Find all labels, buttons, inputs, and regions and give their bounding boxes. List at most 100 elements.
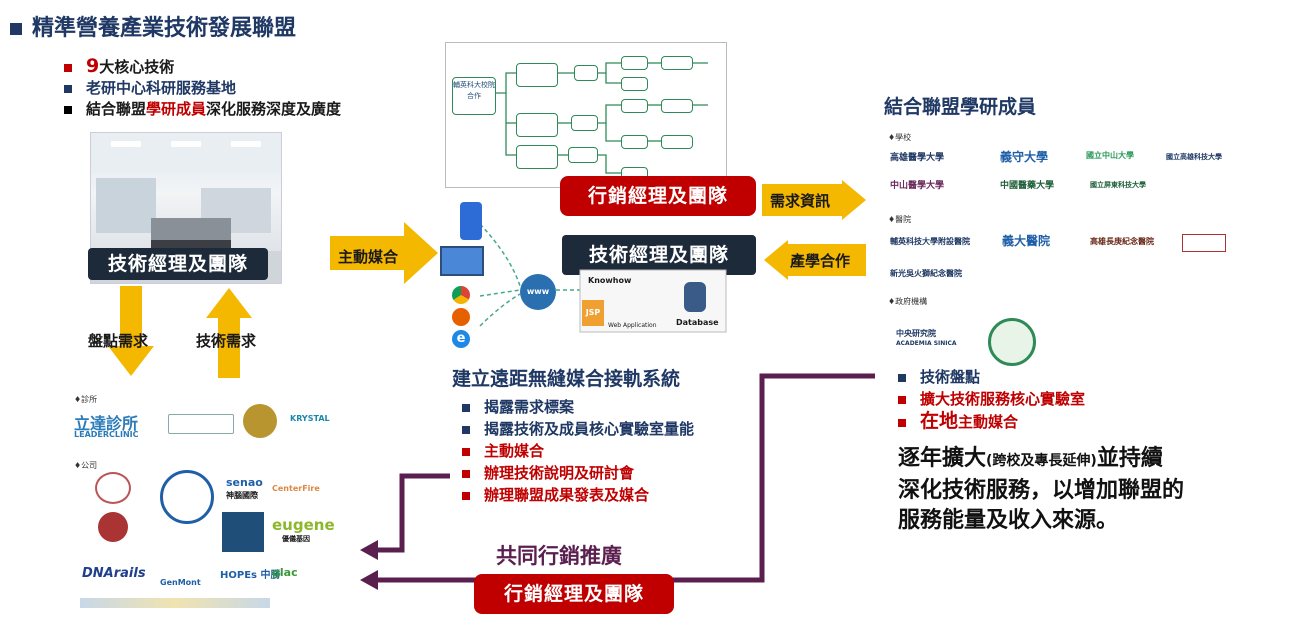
org-chart-lines: [494, 62, 708, 174]
org-node: [661, 135, 693, 149]
industry-coop-arrow: [764, 240, 866, 280]
system-title: 建立遠距無縫媒合接軌系統: [452, 368, 681, 390]
right-bullet-item: 在地主動媒合: [898, 410, 1085, 433]
industry-coop-label: 產學合作: [790, 252, 851, 270]
org-center-node: 輔英科大校院合作: [452, 77, 496, 115]
clinic-logo-circle: [243, 404, 277, 438]
org-node: [516, 145, 558, 169]
system-bullet-text: 揭露需求標案: [484, 398, 575, 416]
title-text: 精準營養產業技術發展聯盟: [32, 16, 297, 41]
gov-section-label: ♦政府機構: [888, 297, 928, 306]
company-logo-red: [98, 512, 128, 542]
www-globe-icon: www: [520, 274, 556, 310]
system-bullet-text: 辦理聯盟成果發表及媒合: [484, 486, 650, 504]
right-bullet-list: 技術盤點 擴大技術服務核心實驗室 在地主動媒合: [898, 366, 1085, 433]
company-logo-eugene: eugene: [272, 516, 335, 534]
square-bullet-icon: [898, 418, 906, 427]
system-bullet-item: 揭露技術及成員核心實驗室量能: [462, 418, 694, 440]
research-base-text: 老研中心科研服務基地: [86, 79, 237, 97]
clinic-logo-krystal: KRYSTAL: [290, 414, 330, 423]
summary-c: 並持續: [1096, 446, 1163, 471]
org-node: [621, 99, 648, 113]
demand-info-label: 需求資訊: [770, 192, 831, 210]
gov-logo-circle: [988, 318, 1036, 366]
arrowhead-left-icon: [360, 570, 378, 590]
marketing-team-box: 行銷經理及團隊: [560, 176, 756, 216]
summary-line-3: 服務能量及收入來源。: [898, 508, 1119, 533]
system-bullet-item: 揭露需求標案: [462, 396, 694, 418]
right-bullet-text: 技術盤點: [920, 368, 981, 386]
web-app-label: Web Application: [608, 322, 657, 329]
company-logo-hopes: HOPEs 中勝: [220, 570, 281, 581]
chrome-icon: [452, 286, 470, 304]
system-bullet-item: 主動媒合: [462, 440, 694, 462]
return-arrow-2: [376, 373, 875, 583]
hospital-logo-skh: 新光吳火獅紀念醫院: [890, 269, 962, 278]
database-icon: [684, 282, 706, 312]
school-logo-kmu: 高雄醫學大學: [890, 153, 945, 163]
square-bullet-icon: [64, 84, 72, 93]
alliance-text-c: 深化服務深度及廣度: [206, 100, 342, 118]
joint-marketing-label: 共同行銷推廣: [496, 544, 622, 568]
summary-line-1: 逐年擴大(跨校及專長延伸)並持續: [898, 444, 1184, 476]
bullet-alliance: 結合聯盟學研成員深化服務深度及廣度: [64, 99, 341, 120]
square-bullet-icon: [462, 447, 470, 456]
firefox-icon: [452, 308, 470, 326]
square-bullet-icon: [462, 425, 470, 434]
browser-window-icon: [440, 246, 484, 276]
company-logo-strip: [80, 598, 270, 608]
system-bullet-list: 揭露需求標案 揭露技術及成員核心實驗室量能 主動媒合 辦理技術說明及研討會 辦理…: [462, 396, 694, 506]
org-node: [574, 65, 598, 81]
clinic-section-label: ♦診所: [74, 395, 98, 404]
page-title: 精準營養產業技術發展聯盟: [10, 10, 296, 42]
school-logo-csmu: 中山醫學大學: [890, 181, 945, 191]
hospital-logo-cgmh: 高雄長庚紀念醫院: [1090, 237, 1154, 246]
arrow-right-icon: [762, 180, 866, 220]
company-logo-blue-square: [222, 512, 264, 552]
square-bullet-icon: [64, 63, 72, 72]
system-bullet-text: 主動媒合: [484, 442, 545, 460]
company-logo-senao-zh: 神腦國際: [226, 491, 258, 500]
tech-need-label: 技術需求: [196, 332, 257, 350]
hospital-logo-4: [1182, 234, 1226, 252]
company-logo-genmont: GenMont: [160, 578, 201, 587]
gov-logo-sinica: 中央研究院: [896, 329, 936, 338]
core-tech-number: 9: [86, 55, 100, 77]
bullet-core-tech: 9大核心技術: [64, 56, 341, 78]
demand-info-arrow: [762, 180, 866, 220]
summary-a: 逐年擴大: [898, 446, 987, 471]
right-bullet-text: 擴大技術服務核心實驗室: [920, 390, 1086, 408]
marketing-team-box-bottom: 行銷經理及團隊: [474, 574, 674, 614]
clinic-logo-leader: 立達診所: [74, 414, 139, 433]
school-logo-nkust: 國立高雄科技大學: [1166, 153, 1222, 161]
title-bullet-icon: [10, 23, 22, 35]
square-bullet-icon: [64, 105, 72, 114]
square-bullet-icon: [462, 469, 470, 478]
hospital-section-label: ♦醫院: [888, 215, 912, 224]
local-text-b: 主動媒合: [958, 413, 1019, 431]
tech-team-box-left: 技術經理及團隊: [88, 248, 268, 280]
arrow-left-icon: [764, 240, 866, 280]
company-logo-dnarails: DNArails: [82, 566, 146, 581]
system-diagram: e www Knowhow JSP Web Application Databa…: [440, 196, 732, 354]
summary-b: (跨校及專長延伸): [986, 453, 1097, 469]
vertical-arrows: [108, 286, 252, 378]
system-bullet-item: 辦理聯盟成果發表及媒合: [462, 484, 694, 506]
school-logo-nsysu: 國立中山大學: [1086, 151, 1134, 160]
arrowhead-left-icon: [360, 540, 378, 560]
return-arrow-1: [376, 473, 450, 553]
org-node: [571, 115, 598, 131]
school-logo-npust: 國立屏東科技大學: [1090, 181, 1146, 189]
jsp-file-icon: JSP: [582, 300, 604, 326]
org-chart: 輔英科大校院合作: [445, 42, 727, 188]
school-section-label: ♦學校: [888, 133, 912, 142]
school-logo-cmu: 中國醫藥大學: [1000, 181, 1055, 191]
tech-team-box-center: 技術經理及團隊: [562, 235, 756, 275]
org-node: [516, 63, 558, 87]
org-node: [621, 135, 648, 149]
org-node: [661, 56, 693, 70]
right-bullet-item: 技術盤點: [898, 366, 1085, 388]
database-label: Database: [676, 318, 719, 327]
members-title: 結合聯盟學研成員: [884, 96, 1037, 118]
company-logo-glac: glac: [272, 566, 298, 579]
